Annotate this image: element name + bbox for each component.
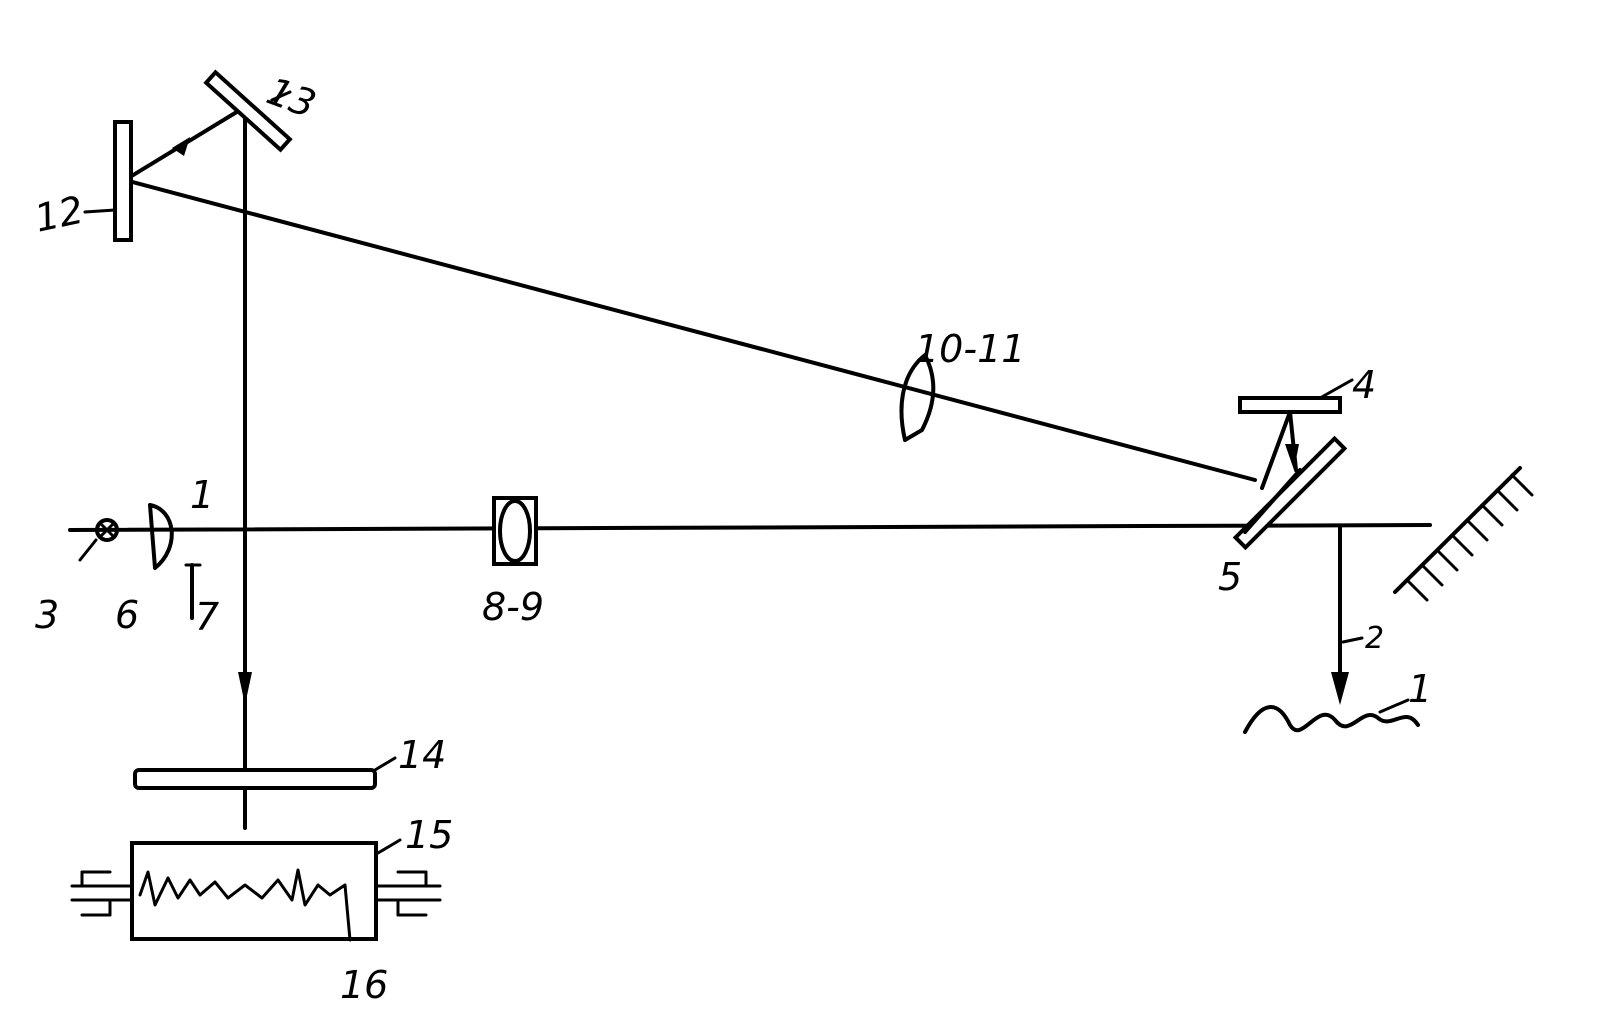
leader-15 (376, 838, 402, 855)
element-13-mirror (203, 69, 293, 153)
right-terminals (374, 870, 442, 917)
element-3-source (95, 518, 119, 542)
label-7: 7 (195, 595, 219, 639)
leader-3 (78, 538, 98, 562)
beam-4-5-arrow (1285, 444, 1299, 470)
label-5: 5 (1218, 555, 1242, 599)
label-13: 13 (261, 69, 321, 127)
label-14: 14 (398, 733, 446, 777)
vertical-beam-arrow (238, 672, 252, 705)
leader-12 (83, 208, 117, 214)
leader-4 (1318, 378, 1354, 400)
beam-2-arrow (1331, 672, 1349, 705)
main-optical-axis (68, 523, 1432, 532)
diagonal-beam (123, 178, 1257, 482)
label-15: 15 (405, 813, 453, 857)
leader-13 (270, 90, 292, 102)
label-1-right: 1 (1408, 667, 1432, 711)
right-mirror-hatching (1405, 473, 1534, 602)
label-12: 12 (31, 188, 87, 241)
element-4-plate (1238, 396, 1342, 414)
label-16: 16 (340, 963, 388, 1007)
label-6: 6 (115, 593, 139, 637)
element-8-9-lens (498, 499, 532, 563)
label-8-9: 8-9 (482, 585, 544, 629)
element-5-splitter-edge (1243, 468, 1302, 534)
leader-1-right (1378, 698, 1410, 714)
label-3-left: 3 (35, 593, 59, 637)
element-6-lens (148, 503, 174, 570)
element-16-thermal-element (138, 868, 352, 942)
beam-4-to-5-left (1260, 410, 1292, 490)
right-mirror (1393, 466, 1522, 594)
leader-2 (1341, 636, 1364, 644)
label-10-11: 10-11 (915, 327, 1025, 371)
element-14-plate (133, 768, 377, 790)
element-10-11-lens (899, 353, 936, 442)
label-2: 2 (1365, 621, 1384, 656)
label-4: 4 (1352, 363, 1376, 407)
element-3-cross-b (98, 521, 116, 539)
leader-14 (373, 756, 397, 772)
element-12-plate (113, 120, 133, 242)
beam-12-13-arrow (172, 137, 190, 156)
label-1-top: 1 (190, 473, 214, 517)
left-terminals (70, 870, 134, 917)
object-1-surface (1243, 705, 1420, 734)
